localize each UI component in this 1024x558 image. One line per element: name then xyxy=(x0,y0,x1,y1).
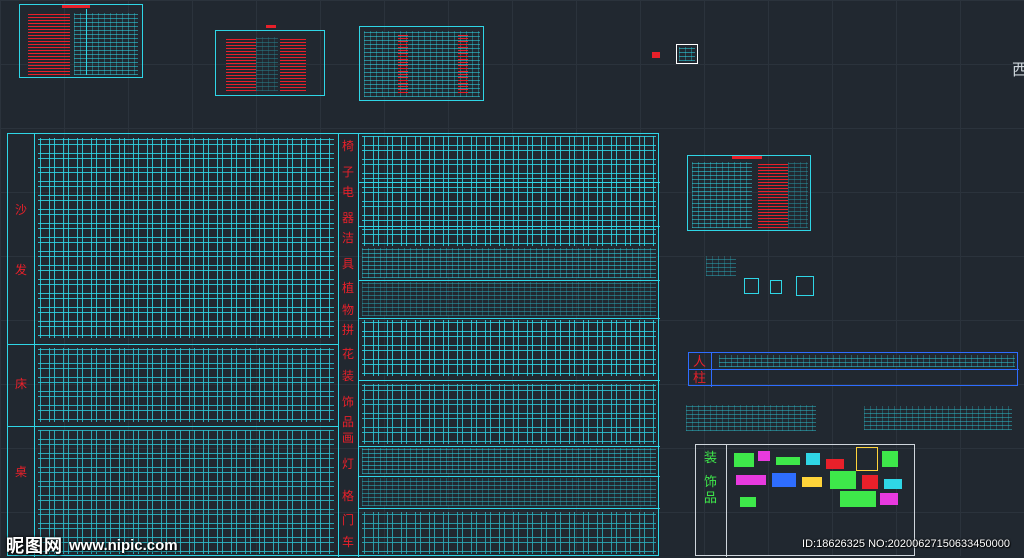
car-blocks xyxy=(362,512,656,554)
sofa-blocks xyxy=(38,138,334,338)
door-block-2 xyxy=(770,280,782,294)
category-decor-1: 装 xyxy=(704,450,718,465)
category-mid-16: 门 xyxy=(341,513,354,527)
category-sofa-1: 沙 xyxy=(14,203,27,217)
small-symbols xyxy=(706,256,736,276)
small-red-mark xyxy=(652,52,660,58)
chair-appliance-blocks xyxy=(362,136,656,246)
watermark-id: ID:18626325 NO:20200627150633450000 xyxy=(802,538,1010,550)
pattern-blocks xyxy=(362,320,656,376)
category-mid-8: 拼 xyxy=(341,323,354,337)
sanitary-blocks xyxy=(362,248,656,278)
category-mid-4: 洁 xyxy=(341,231,354,245)
grille-blocks xyxy=(362,478,656,506)
spec-table-3 xyxy=(359,26,484,101)
category-mid-5: 具 xyxy=(341,257,354,271)
category-mid-10: 装 xyxy=(341,369,354,383)
decor-blocks xyxy=(362,384,656,444)
category-people: 人 xyxy=(693,354,707,369)
category-decor-3: 品 xyxy=(704,490,718,505)
people-blocks xyxy=(719,355,1015,367)
table-blocks xyxy=(38,430,334,554)
column-blocks xyxy=(686,405,816,431)
category-mid-1: 子 xyxy=(341,165,354,179)
category-mid-2: 电 xyxy=(341,185,354,199)
category-column: 柱 xyxy=(693,370,707,385)
door-block-1 xyxy=(744,278,759,294)
category-sofa-2: 发 xyxy=(14,263,27,277)
category-mid-0: 椅 xyxy=(341,139,354,153)
watermark-site: www.nipic.com xyxy=(69,536,178,554)
category-mid-17: 车 xyxy=(341,535,354,549)
plant-blocks xyxy=(362,282,656,316)
category-mid-12: 品 xyxy=(341,415,354,429)
category-mid-13: 画 xyxy=(341,431,354,445)
small-legend xyxy=(676,44,698,64)
spec-table-4 xyxy=(687,155,811,231)
arch-blocks xyxy=(864,406,1012,430)
category-bed: 床 xyxy=(14,377,27,391)
lamp-blocks xyxy=(362,448,656,474)
door-block-3 xyxy=(796,276,814,296)
decor-box: 装 饰 品 xyxy=(695,444,915,557)
spec-table-1 xyxy=(19,4,143,78)
watermark-logo: 昵图网 www.nipic.com xyxy=(0,534,184,556)
category-mid-3: 器 xyxy=(341,211,354,225)
main-block-library: 沙 发 床 桌 椅 子 电 器 洁 具 植 物 拼 花 装 饰 品 画 灯 格 … xyxy=(7,133,660,557)
category-mid-6: 植 xyxy=(341,281,354,295)
category-table: 桌 xyxy=(14,465,27,479)
spec-table-2 xyxy=(215,25,325,96)
bed-blocks xyxy=(38,348,334,422)
edge-glyph: 西 xyxy=(1012,62,1024,79)
category-mid-9: 花 xyxy=(341,347,354,361)
people-column-table: 人 柱 xyxy=(688,352,1019,387)
category-mid-7: 物 xyxy=(341,303,354,317)
category-mid-14: 灯 xyxy=(341,457,354,471)
category-mid-11: 饰 xyxy=(341,395,354,409)
category-decor-2: 饰 xyxy=(704,474,718,489)
watermark-logo-text: 昵图网 xyxy=(6,536,63,556)
category-mid-15: 格 xyxy=(341,489,354,503)
